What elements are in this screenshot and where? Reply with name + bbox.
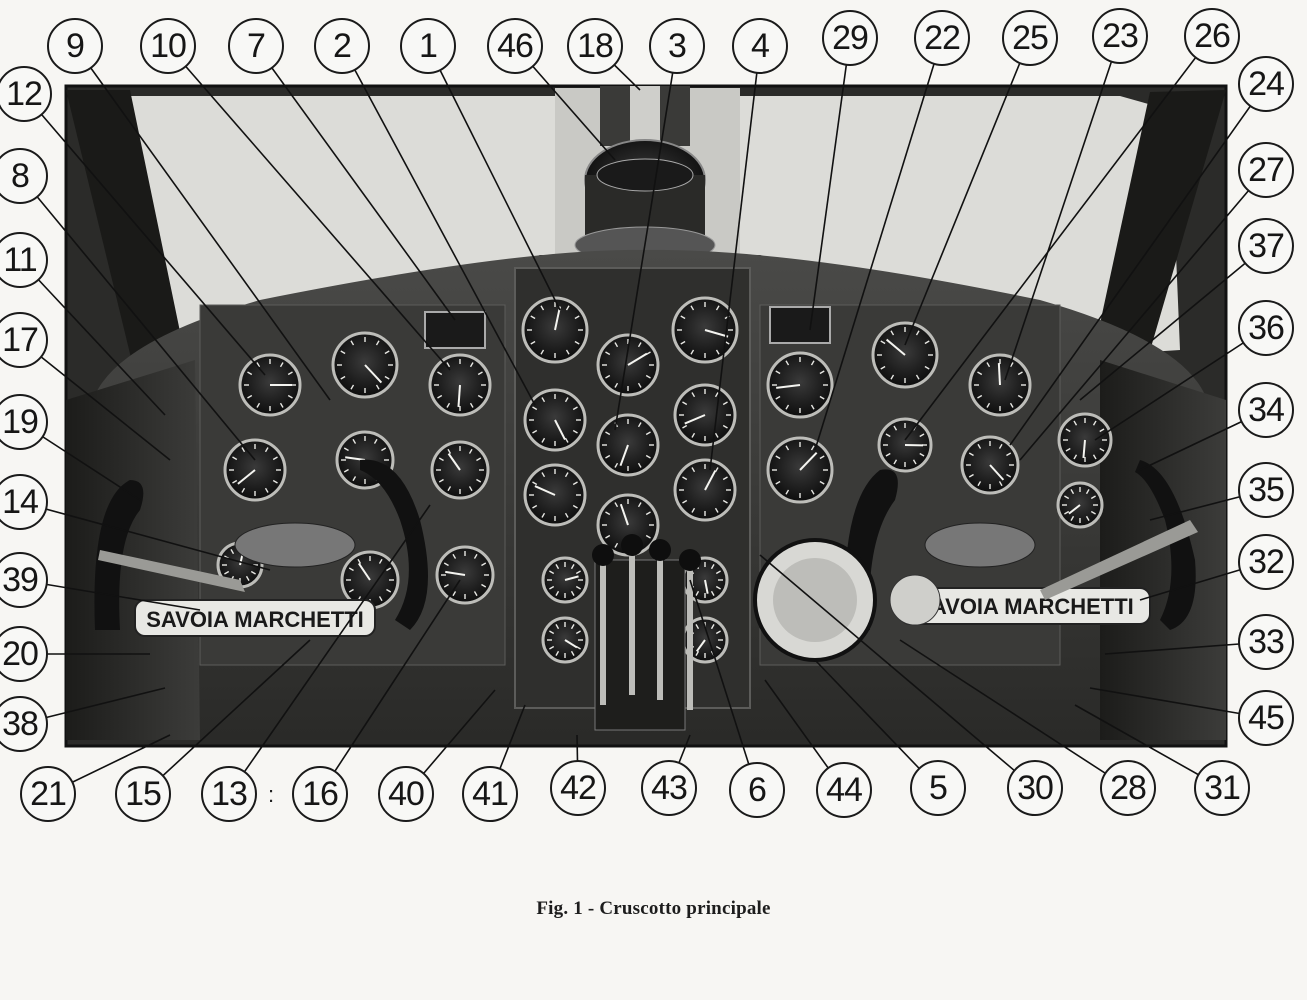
leader-line-29 bbox=[809, 37, 851, 331]
leader-line-9 bbox=[74, 45, 331, 401]
callout-10: 10 bbox=[140, 18, 196, 74]
callout-8: 8 bbox=[0, 148, 48, 204]
callout-21: 21 bbox=[20, 766, 76, 822]
callout-40: 40 bbox=[378, 766, 434, 822]
callout-3: 3 bbox=[649, 18, 705, 74]
leader-line-36 bbox=[1094, 327, 1267, 441]
callout-45: 45 bbox=[1238, 690, 1294, 746]
leader-line-6 bbox=[689, 579, 758, 791]
callout-14: 14 bbox=[0, 474, 48, 530]
leader-line-28 bbox=[899, 639, 1129, 789]
throttle-knob bbox=[679, 549, 701, 571]
callout-6: 6 bbox=[729, 762, 785, 818]
leader-line-30 bbox=[759, 554, 1036, 789]
leader-line-23 bbox=[1004, 35, 1121, 381]
callout-43: 43 bbox=[641, 760, 697, 816]
callout-17: 17 bbox=[0, 312, 48, 368]
callout-33: 33 bbox=[1238, 614, 1294, 670]
figure-caption: Fig. 1 - Cruscotto principale bbox=[536, 898, 771, 919]
callout-19: 19 bbox=[0, 394, 48, 450]
callout-42: 42 bbox=[550, 760, 606, 816]
leader-line-14 bbox=[19, 501, 271, 571]
leader-line-24 bbox=[1009, 83, 1267, 446]
callout-5: 5 bbox=[910, 760, 966, 816]
leader-line-5 bbox=[814, 659, 939, 789]
leader-line-4 bbox=[709, 45, 761, 471]
throttle-lever bbox=[629, 545, 635, 695]
leader-line-45 bbox=[1089, 687, 1267, 719]
leader-line-13 bbox=[228, 504, 431, 795]
callout-46: 46 bbox=[487, 18, 543, 74]
leader-line-2 bbox=[341, 45, 536, 406]
callout-25: 25 bbox=[1002, 10, 1058, 66]
callout-31: 31 bbox=[1194, 760, 1250, 816]
cockpit-photo: SAVOIA MARCHETTI SAVOIA MARCHETTI bbox=[19, 35, 1267, 795]
leader-line-16 bbox=[319, 579, 461, 795]
callout-11: 11 bbox=[0, 232, 48, 288]
leader-line-11 bbox=[19, 259, 166, 416]
leader-line-10 bbox=[167, 45, 451, 371]
callout-9: 9 bbox=[47, 18, 103, 74]
leader-line-22 bbox=[814, 37, 943, 451]
callout-2: 2 bbox=[314, 18, 370, 74]
callout-32: 32 bbox=[1238, 534, 1294, 590]
callout-34: 34 bbox=[1238, 382, 1294, 438]
leader-line-26 bbox=[904, 35, 1213, 441]
callout-7: 7 bbox=[228, 18, 284, 74]
callout-41: 41 bbox=[462, 766, 518, 822]
callout-24: 24 bbox=[1238, 56, 1294, 112]
leader-line-8 bbox=[19, 175, 256, 461]
leader-line-39 bbox=[19, 579, 201, 611]
throttle-knob bbox=[621, 534, 643, 556]
callout-28: 28 bbox=[1100, 760, 1156, 816]
callout-35: 35 bbox=[1238, 462, 1294, 518]
indicator-window bbox=[424, 311, 486, 349]
leader-line-15 bbox=[142, 639, 311, 795]
callout-15: 15 bbox=[115, 766, 171, 822]
throttle-lever bbox=[687, 560, 693, 710]
callout-23: 23 bbox=[1092, 8, 1148, 64]
yoke-left-brand: SAVOIA MARCHETTI bbox=[146, 607, 364, 632]
callout-39: 39 bbox=[0, 552, 48, 608]
callout-27: 27 bbox=[1238, 142, 1294, 198]
callout-29: 29 bbox=[822, 10, 878, 66]
leader-line-1 bbox=[427, 45, 561, 311]
leader-line-12 bbox=[23, 93, 266, 376]
throttle-lever bbox=[657, 550, 663, 700]
leader-line-7 bbox=[255, 45, 456, 321]
callout-38: 38 bbox=[0, 696, 48, 752]
callout-1: 1 bbox=[400, 18, 456, 74]
leader-line-37 bbox=[1079, 245, 1267, 401]
callout-18: 18 bbox=[567, 18, 623, 74]
separator-dot: : bbox=[268, 782, 275, 807]
yoke-right-brand: SAVOIA MARCHETTI bbox=[916, 594, 1134, 619]
callout-12: 12 bbox=[0, 66, 52, 122]
callout-4: 4 bbox=[732, 18, 788, 74]
throttle-lever bbox=[600, 555, 606, 705]
throttle-knob bbox=[592, 544, 614, 566]
leader-line-17 bbox=[19, 339, 171, 461]
callout-26: 26 bbox=[1184, 8, 1240, 64]
leader-line-27 bbox=[1019, 169, 1267, 461]
throttle-knob bbox=[649, 539, 671, 561]
callout-13: 13 bbox=[201, 766, 257, 822]
callout-20: 20 bbox=[0, 626, 48, 682]
callout-37: 37 bbox=[1238, 218, 1294, 274]
callout-30: 30 bbox=[1007, 760, 1063, 816]
leader-line-3 bbox=[614, 45, 678, 431]
callout-22: 22 bbox=[914, 10, 970, 66]
callout-16: 16 bbox=[292, 766, 348, 822]
leader-line-25 bbox=[904, 37, 1031, 346]
throttle-quadrant bbox=[594, 559, 686, 731]
callout-36: 36 bbox=[1238, 300, 1294, 356]
indicator-window bbox=[769, 306, 831, 344]
left-yoke: SAVOIA MARCHETTI bbox=[94, 459, 428, 637]
callout-44: 44 bbox=[816, 762, 872, 818]
